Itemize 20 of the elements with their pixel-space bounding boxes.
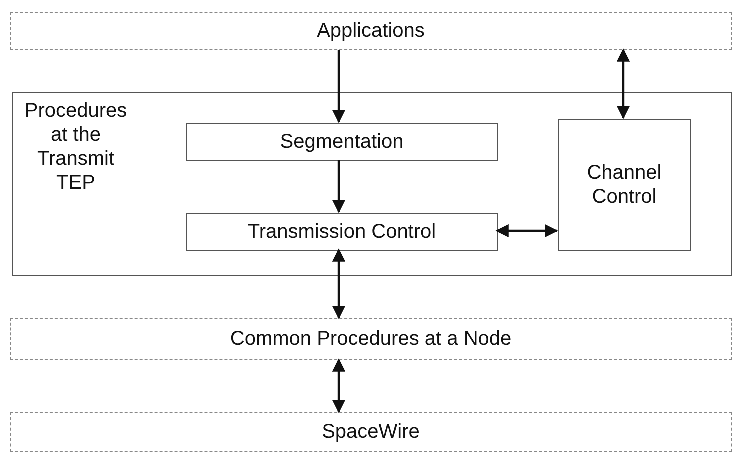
node-label: Transmission Control (248, 220, 436, 244)
node-label: Segmentation (280, 130, 404, 154)
arrow (496, 224, 558, 238)
arrow (616, 48, 630, 120)
arrow (332, 160, 346, 214)
container-box (12, 92, 732, 276)
arrow (332, 358, 346, 414)
process-box (558, 119, 691, 251)
process-box (186, 123, 498, 161)
arrow (332, 248, 346, 320)
node-label: SpaceWire (322, 420, 420, 444)
layer-band (10, 12, 732, 50)
group-title: Procedures at the Transmit TEP (24, 99, 128, 195)
layer-band (10, 318, 732, 360)
arrow (332, 50, 346, 124)
node-label: Channel Control (586, 161, 663, 209)
process-box (186, 213, 498, 251)
node-label: Common Procedures at a Node (230, 327, 512, 351)
node-label: Applications (317, 19, 425, 43)
layer-band (10, 412, 732, 452)
